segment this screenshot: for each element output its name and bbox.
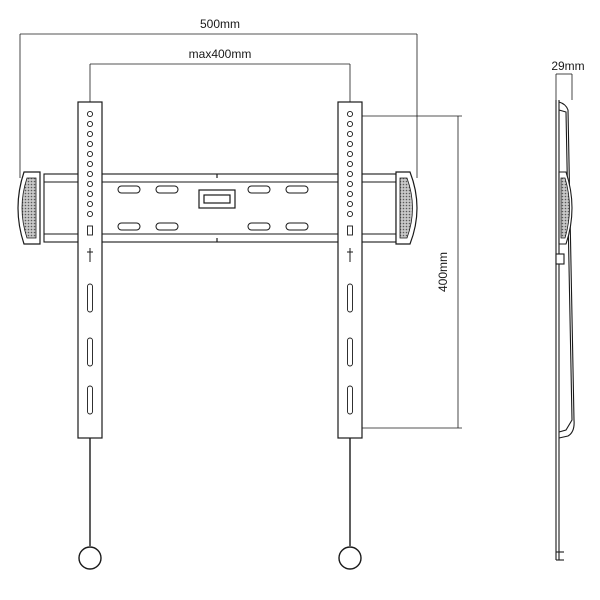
dimension-profile-depth — [555, 73, 573, 100]
dimension-overall-width — [19, 33, 418, 178]
right-arm-slots — [347, 283, 353, 415]
right-arm-holes — [346, 110, 354, 218]
profile-depth-label: 29mm — [551, 59, 584, 73]
vesa-height-label: 400mm — [436, 252, 450, 292]
left-vertical-arm — [77, 101, 103, 570]
left-arm-holes — [86, 110, 94, 218]
right-vertical-arm — [337, 101, 363, 570]
left-pull-ring — [78, 546, 102, 570]
spirit-level-icon — [198, 174, 236, 242]
wall-plate-slots — [117, 185, 309, 231]
side-profile-view — [555, 100, 575, 561]
right-end-cap — [395, 171, 418, 245]
left-arm-slots — [87, 283, 93, 415]
dimension-vesa-height — [352, 115, 462, 429]
overall-width-label: 500mm — [200, 17, 240, 31]
max-vesa-width-label: max400mm — [189, 47, 252, 61]
dimension-max-vesa-width — [89, 63, 351, 108]
right-pull-ring — [338, 546, 362, 570]
left-end-cap — [17, 171, 41, 245]
